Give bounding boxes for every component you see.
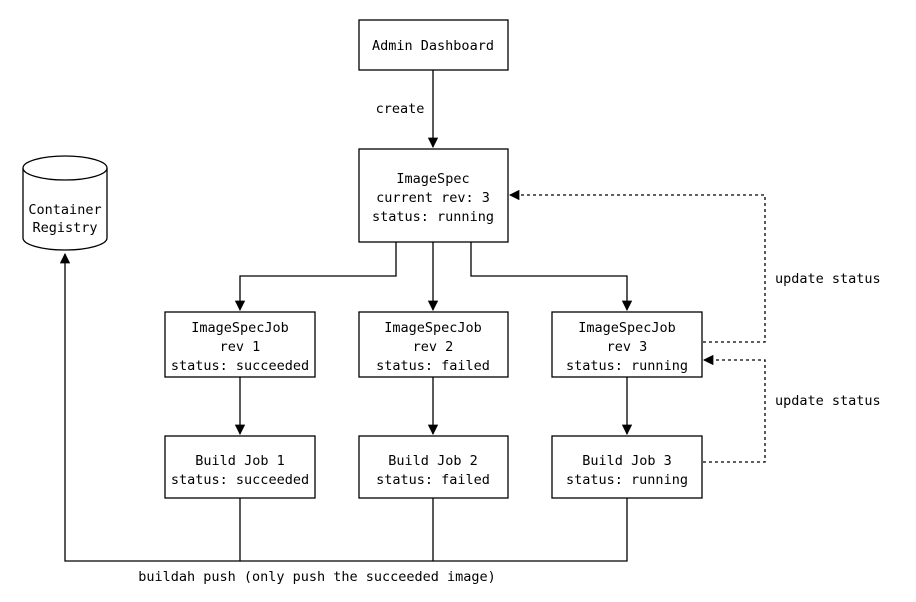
edge-build3-to-push bbox=[433, 498, 628, 562]
imagespecjob-rev1-label-line-3: status: succeeded bbox=[171, 358, 309, 374]
build-job-1-node: Build Job 1 status: succeeded bbox=[164, 435, 316, 499]
imagespec-node: ImageSpec current rev: 3 status: running bbox=[358, 148, 509, 243]
imagespecjob-rev3-label-line-2: rev 3 bbox=[607, 339, 648, 355]
imagespec-label-line-3: status: running bbox=[372, 209, 494, 225]
imagespecjob-rev2-label-line-3: status: failed bbox=[376, 358, 490, 374]
build-job-3-label-line-2: status: running bbox=[566, 472, 688, 488]
imagespecjob-rev3-node: ImageSpecJob rev 3 status: running bbox=[551, 311, 703, 378]
build-job-3-label-line-1: Build Job 3 bbox=[582, 453, 671, 469]
admin-dashboard-label: Admin Dashboard bbox=[372, 38, 494, 54]
edges bbox=[59, 70, 766, 562]
container-registry-node: Container Registry bbox=[22, 155, 108, 251]
imagespecjob-rev3-label-line-1: ImageSpecJob bbox=[578, 320, 676, 336]
edge-build2-to-push bbox=[240, 498, 434, 562]
build-job-1-label-line-2: status: succeeded bbox=[171, 472, 309, 488]
update-status-label-top: update status bbox=[775, 271, 881, 287]
admin-dashboard-node: Admin Dashboard bbox=[358, 19, 509, 71]
imagespecjob-rev3-label-line-3: status: running bbox=[566, 358, 688, 374]
container-registry-label-line-2: Registry bbox=[32, 220, 97, 236]
build-job-3-node: Build Job 3 status: running bbox=[551, 435, 703, 499]
container-registry-label-line-1: Container bbox=[28, 202, 101, 218]
edge-imagespec-to-job1 bbox=[234, 242, 397, 312]
build-job-2-node: Build Job 2 status: failed bbox=[358, 435, 509, 499]
imagespecjob-rev1-node: ImageSpecJob rev 1 status: succeeded bbox=[164, 311, 316, 378]
create-edge-label: create bbox=[376, 101, 425, 117]
imagespecjob-rev2-label-line-2: rev 2 bbox=[413, 339, 454, 355]
imagespecjob-rev1-label-line-2: rev 1 bbox=[220, 339, 261, 355]
edge-imagespec-to-job3 bbox=[470, 242, 633, 312]
edge-update-status-job3 bbox=[702, 354, 766, 463]
edge-update-status-imagespec bbox=[508, 189, 766, 343]
imagespecjob-rev2-node: ImageSpecJob rev 2 status: failed bbox=[358, 311, 509, 378]
build-job-2-label-line-1: Build Job 2 bbox=[388, 453, 477, 469]
buildah-push-label: buildah push (only push the succeeded im… bbox=[138, 569, 496, 585]
update-status-label-bottom: update status bbox=[775, 393, 881, 409]
imagespecjob-rev1-label-line-1: ImageSpecJob bbox=[191, 320, 289, 336]
imagespecjob-rev2-label-line-1: ImageSpecJob bbox=[384, 320, 482, 336]
imagespec-label-line-1: ImageSpec bbox=[396, 171, 469, 187]
build-job-2-label-line-2: status: failed bbox=[376, 472, 490, 488]
build-job-1-label-line-1: Build Job 1 bbox=[195, 453, 284, 469]
edge-buildah-push bbox=[59, 252, 241, 562]
imagespec-label-line-2: current rev: 3 bbox=[376, 190, 490, 206]
